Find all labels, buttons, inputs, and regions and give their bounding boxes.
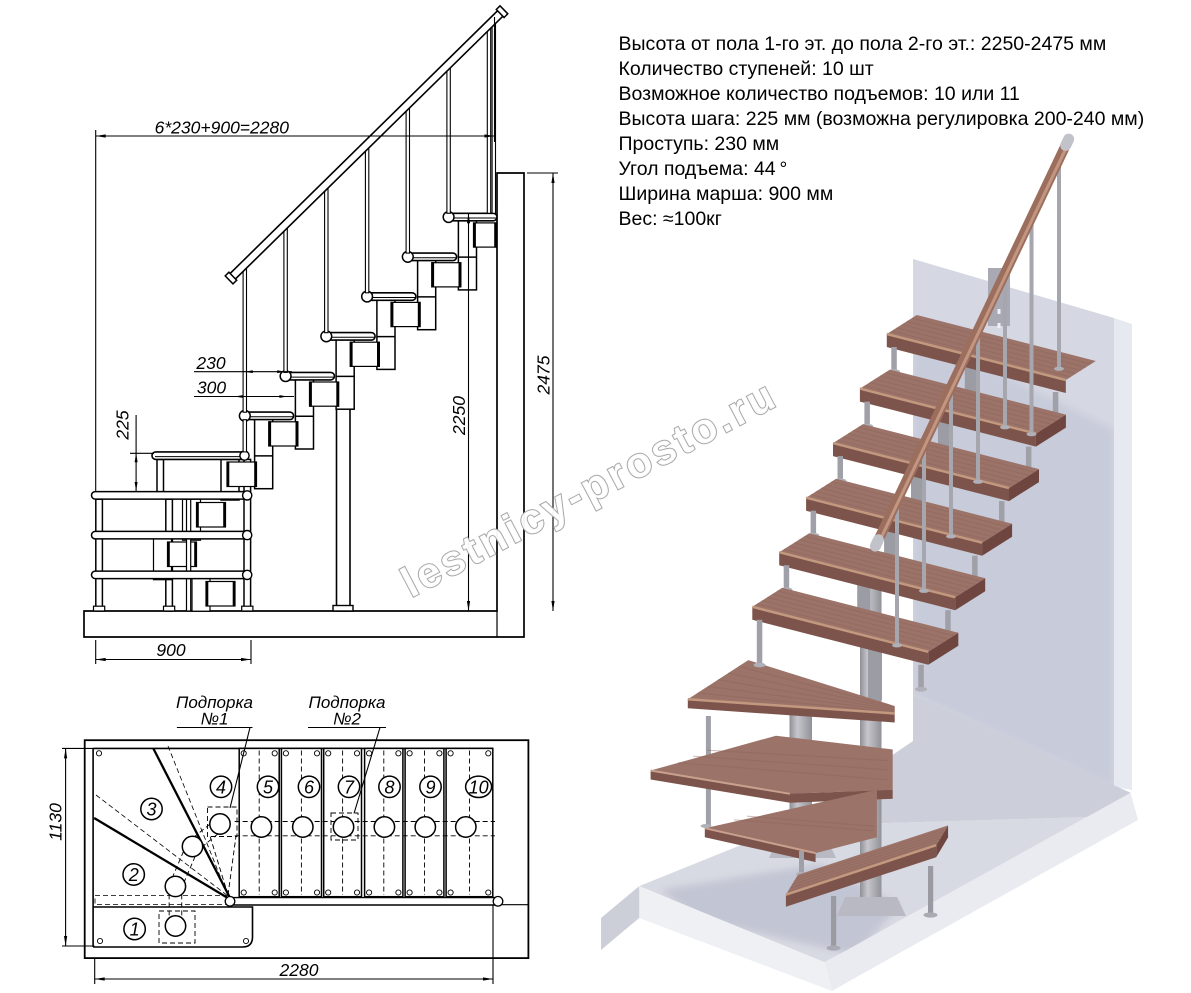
svg-text:6: 6 [304,777,315,797]
svg-text:10: 10 [469,777,489,797]
svg-text:Проступь: 230 мм: Проступь: 230 мм [619,133,780,155]
svg-text:Высота шага: 225 мм (возможна: Высота шага: 225 мм (возможна регулировк… [619,108,1145,130]
svg-text:5: 5 [263,777,274,797]
svg-text:Количество ступеней: 10 шт: Количество ступеней: 10 шт [619,58,874,80]
svg-text:225: 225 [113,410,133,440]
svg-text:Подпорка: Подпорка [309,693,386,712]
svg-text:Возможное количество подъемов:: Возможное количество подъемов: 10 или 11 [619,83,1020,105]
svg-text:900: 900 [156,640,185,660]
svg-text:Высота от пола 1-го эт. до пол: Высота от пола 1-го эт. до пола 2-го эт.… [619,33,1107,55]
svg-text:2250: 2250 [449,396,469,436]
svg-text:Подпорка: Подпорка [176,693,253,712]
svg-text:2280: 2280 [279,960,319,980]
svg-text:2475: 2475 [534,355,554,395]
svg-text:230: 230 [195,353,225,373]
svg-text:3: 3 [146,800,156,820]
svg-text:№2: №2 [333,710,361,729]
svg-text:№1: №1 [201,710,229,729]
svg-text:Угол подъема: 44 °: Угол подъема: 44 ° [619,158,788,180]
svg-text:300: 300 [197,378,226,398]
svg-text:Вес: ≈100кг: Вес: ≈100кг [619,208,722,230]
svg-text:9: 9 [425,777,435,797]
svg-text:4: 4 [216,777,226,797]
svg-text:6*230+900=2280: 6*230+900=2280 [155,118,290,138]
svg-text:1130: 1130 [46,803,66,841]
svg-text:Ширина марша: 900 мм: Ширина марша: 900 мм [619,183,834,205]
svg-text:1: 1 [130,920,140,940]
svg-text:7: 7 [344,777,355,797]
svg-text:2: 2 [128,865,139,885]
svg-text:8: 8 [384,777,394,797]
